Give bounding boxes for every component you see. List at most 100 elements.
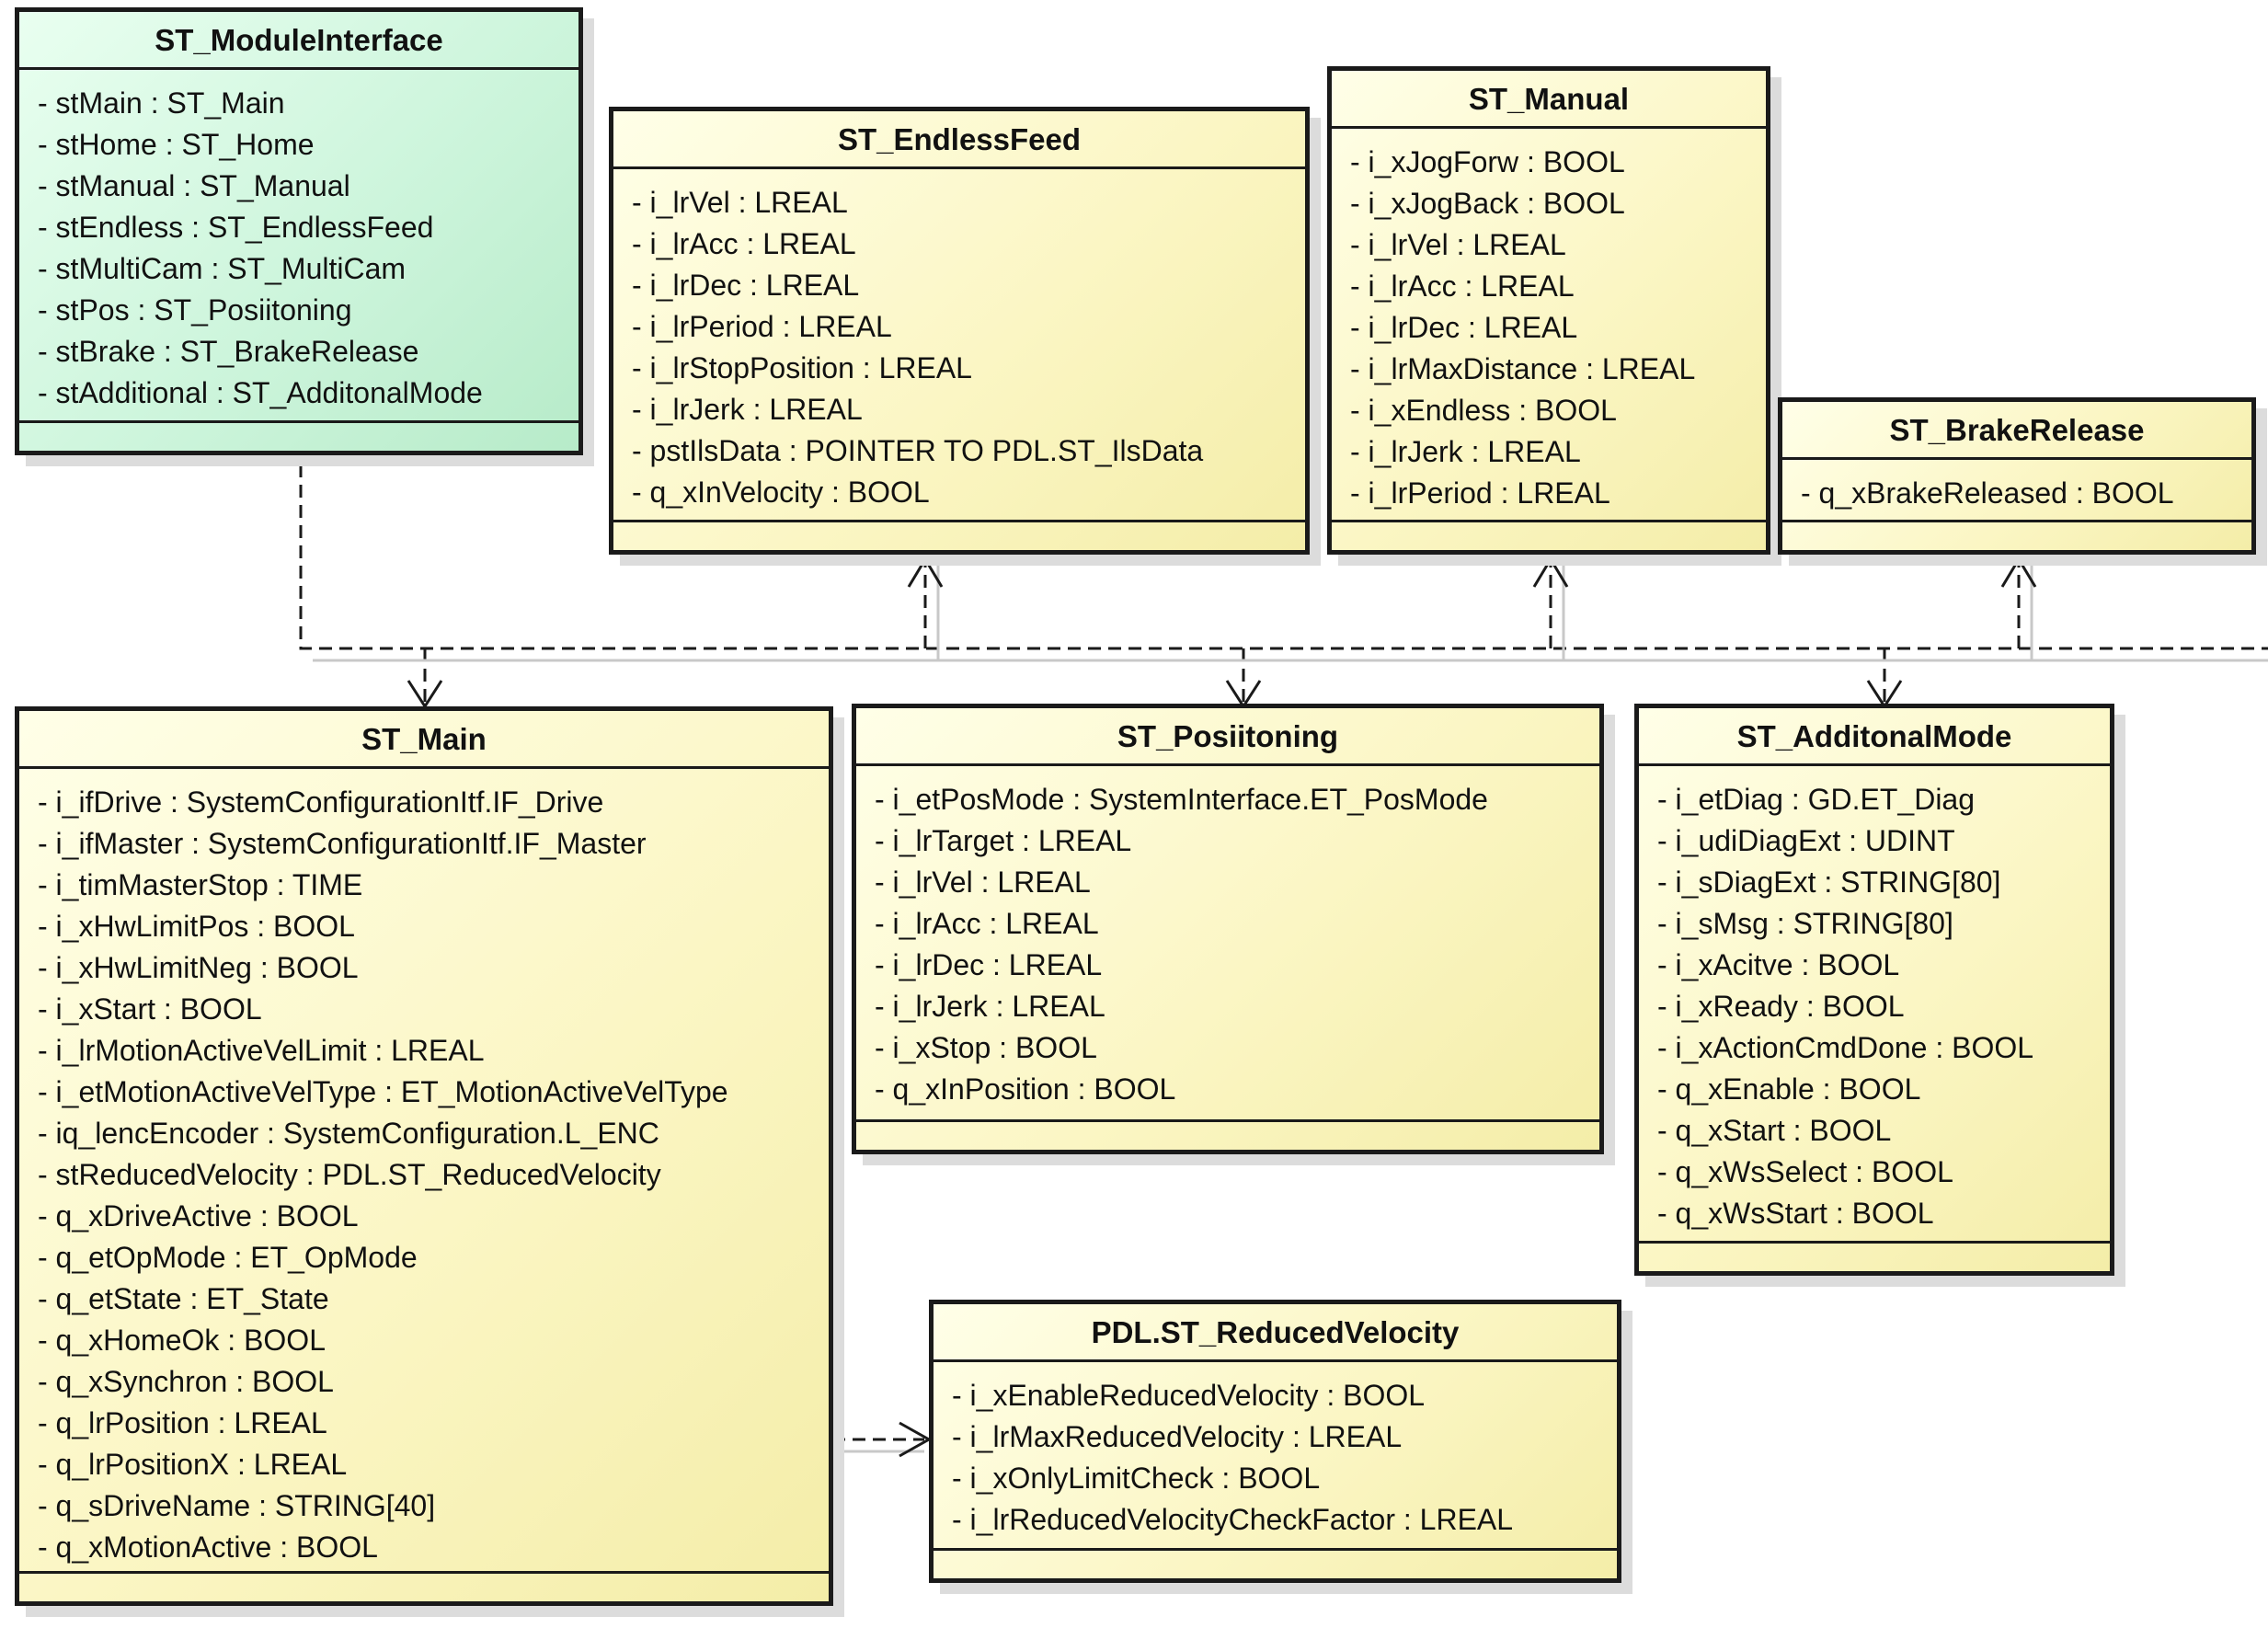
attribute: pstIlsData : POINTER TO PDL.ST_IlsData [632, 430, 1305, 472]
attribute: i_lrMaxDistance : LREAL [1350, 349, 1766, 390]
attribute: q_xHomeOk : BOOL [38, 1320, 829, 1361]
attribute: i_ifMaster : SystemConfigurationItf.IF_M… [38, 823, 829, 865]
class-title: PDL.ST_ReducedVelocity [934, 1304, 1617, 1362]
dependency-trunk [299, 464, 2268, 650]
attribute: q_xWsStart : BOOL [1657, 1193, 2110, 1234]
operations-compartment [613, 520, 1305, 550]
attribute: i_timMasterStop : TIME [38, 865, 829, 906]
attribute: i_lrVel : LREAL [875, 862, 1599, 903]
attribute: i_lrStopPosition : LREAL [632, 348, 1305, 389]
attribute: i_lrDec : LREAL [632, 265, 1305, 306]
attribute: i_ifDrive : SystemConfigurationItf.IF_Dr… [38, 782, 829, 823]
attribute: q_xWsSelect : BOOL [1657, 1152, 2110, 1193]
attribute: i_xActionCmdDone : BOOL [1657, 1027, 2110, 1069]
class-title: ST_AdditonalMode [1639, 708, 2110, 766]
attribute: i_sDiagExt : STRING[80] [1657, 862, 2110, 903]
class-title: ST_EndlessFeed [613, 111, 1305, 169]
attribute: i_udiDiagExt : UDINT [1657, 820, 2110, 862]
attribute-list: stMain : ST_MainstHome : ST_HomestManual… [19, 70, 578, 414]
operations-compartment [856, 1119, 1599, 1150]
class-title: ST_Main [19, 711, 829, 769]
class-st-additonalmode[interactable]: ST_AdditonalMode i_etDiag : GD.ET_Diagi_… [1634, 704, 2114, 1276]
attribute-list: i_xJogForw : BOOLi_xJogBack : BOOLi_lrVe… [1332, 129, 1766, 514]
class-st-brakerelease[interactable]: ST_BrakeRelease q_xBrakeReleased : BOOL [1778, 397, 2256, 555]
class-title: ST_Posiitoning [856, 708, 1599, 766]
attribute: q_xSynchron : BOOL [38, 1361, 829, 1403]
attribute: i_xOnlyLimitCheck : BOOL [952, 1458, 1617, 1499]
attribute: i_lrPeriod : LREAL [1350, 473, 1766, 514]
attribute: i_lrDec : LREAL [1350, 307, 1766, 349]
attribute-list: i_lrVel : LREALi_lrAcc : LREALi_lrDec : … [613, 169, 1305, 513]
attribute: stEndless : ST_EndlessFeed [38, 207, 578, 248]
attribute: stMain : ST_Main [38, 83, 578, 124]
attribute: i_lrPeriod : LREAL [632, 306, 1305, 348]
attribute: i_etPosMode : SystemInterface.ET_PosMode [875, 779, 1599, 820]
operations-compartment [1639, 1241, 2110, 1271]
attribute: i_xEnableReducedVelocity : BOOL [952, 1375, 1617, 1416]
attribute: q_lrPositionX : LREAL [38, 1444, 829, 1485]
attribute: q_xStart : BOOL [1657, 1110, 2110, 1152]
arrowhead-st-endlessfeed [907, 556, 944, 588]
attribute: i_lrMaxReducedVelocity : LREAL [952, 1416, 1617, 1458]
attribute: i_etDiag : GD.ET_Diag [1657, 779, 2110, 820]
class-title: ST_ModuleInterface [19, 12, 578, 70]
attribute: q_xInPosition : BOOL [875, 1069, 1599, 1110]
class-st-posiitoning[interactable]: ST_Posiitoning i_etPosMode : SystemInter… [852, 704, 1604, 1154]
attribute: i_lrVel : LREAL [632, 182, 1305, 224]
attribute: q_xInVelocity : BOOL [632, 472, 1305, 513]
attribute: stPos : ST_Posiitoning [38, 290, 578, 331]
attribute-list: i_ifDrive : SystemConfigurationItf.IF_Dr… [19, 769, 829, 1568]
arrowhead-st-manual [1532, 556, 1569, 588]
attribute: stHome : ST_Home [38, 124, 578, 166]
attribute: i_lrAcc : LREAL [632, 224, 1305, 265]
attribute: i_xStart : BOOL [38, 989, 829, 1030]
attribute: q_xDriveActive : BOOL [38, 1196, 829, 1237]
attribute-list: i_etDiag : GD.ET_Diagi_udiDiagExt : UDIN… [1639, 766, 2110, 1234]
attribute: stReducedVelocity : PDL.ST_ReducedVeloci… [38, 1154, 829, 1196]
class-st-manual[interactable]: ST_Manual i_xJogForw : BOOLi_xJogBack : … [1327, 66, 1770, 555]
class-st-main[interactable]: ST_Main i_ifDrive : SystemConfigurationI… [15, 706, 833, 1606]
attribute: iq_lencEncoder : SystemConfiguration.L_E… [38, 1113, 829, 1154]
attribute: i_xJogForw : BOOL [1350, 142, 1766, 183]
class-title: ST_Manual [1332, 71, 1766, 129]
attribute: i_xAcitve : BOOL [1657, 945, 2110, 986]
operations-compartment [934, 1548, 1617, 1578]
attribute-list: q_xBrakeReleased : BOOL [1782, 460, 2251, 514]
attribute: q_xEnable : BOOL [1657, 1069, 2110, 1110]
attribute: i_xJogBack : BOOL [1350, 183, 1766, 224]
attribute: i_lrDec : LREAL [875, 945, 1599, 986]
operations-compartment [1332, 520, 1766, 550]
attribute: i_xStop : BOOL [875, 1027, 1599, 1069]
operations-compartment [19, 1571, 829, 1601]
attribute: i_lrJerk : LREAL [1350, 431, 1766, 473]
attribute: i_lrJerk : LREAL [632, 389, 1305, 430]
attribute: i_lrVel : LREAL [1350, 224, 1766, 266]
attribute: stAdditional : ST_AdditonalMode [38, 373, 578, 414]
attribute: i_lrTarget : LREAL [875, 820, 1599, 862]
attribute: stBrake : ST_BrakeRelease [38, 331, 578, 373]
attribute: i_lrMotionActiveVelLimit : LREAL [38, 1030, 829, 1072]
attribute: i_xHwLimitPos : BOOL [38, 906, 829, 947]
operations-compartment [1782, 520, 2251, 550]
arrowhead-st-brakerelease [2000, 556, 2037, 588]
operations-compartment [19, 420, 578, 451]
class-title: ST_BrakeRelease [1782, 402, 2251, 460]
attribute: stManual : ST_Manual [38, 166, 578, 207]
class-pdl-st-reducedvelocity[interactable]: PDL.ST_ReducedVelocity i_xEnableReducedV… [929, 1300, 1621, 1583]
attribute: stMultiCam : ST_MultiCam [38, 248, 578, 290]
attribute: i_xEndless : BOOL [1350, 390, 1766, 431]
attribute-list: i_etPosMode : SystemInterface.ET_PosMode… [856, 766, 1599, 1110]
class-st-endlessfeed[interactable]: ST_EndlessFeed i_lrVel : LREALi_lrAcc : … [609, 107, 1310, 555]
attribute: i_xHwLimitNeg : BOOL [38, 947, 829, 989]
attribute: q_xMotionActive : BOOL [38, 1527, 829, 1568]
attribute: q_sDriveName : STRING[40] [38, 1485, 829, 1527]
attribute: q_xBrakeReleased : BOOL [1801, 473, 2251, 514]
attribute: i_xReady : BOOL [1657, 986, 2110, 1027]
attribute: q_etState : ET_State [38, 1278, 829, 1320]
class-st-moduleinterface[interactable]: ST_ModuleInterface stMain : ST_MainstHom… [15, 7, 583, 455]
attribute: i_lrReducedVelocityCheckFactor : LREAL [952, 1499, 1617, 1541]
attribute: i_etMotionActiveVelType : ET_MotionActiv… [38, 1072, 829, 1113]
attribute: i_lrAcc : LREAL [1350, 266, 1766, 307]
attribute: i_lrJerk : LREAL [875, 986, 1599, 1027]
